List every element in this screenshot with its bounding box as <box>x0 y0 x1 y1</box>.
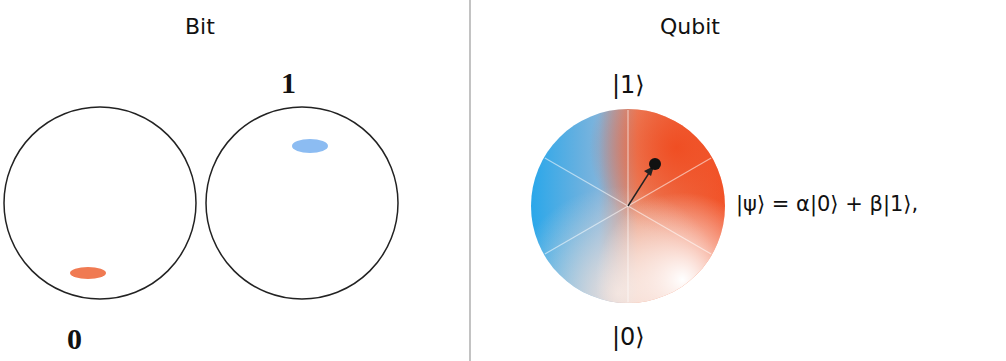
section-heading: Bit <box>185 14 215 39</box>
state-dot <box>292 139 328 153</box>
axis-line <box>545 158 711 254</box>
bit-circle: 0 <box>3 106 197 300</box>
state-formula: |ψ⟩ = α|0⟩ + β|1⟩, <box>736 192 918 216</box>
bit-circle <box>206 107 398 299</box>
basis-state: |1⟩ <box>612 71 645 99</box>
bit-circle: 1 <box>205 106 399 300</box>
basis-state: |0⟩ <box>612 323 645 351</box>
node-outline <box>205 106 399 300</box>
sphere-shade <box>531 109 725 303</box>
section-heading: Qubit <box>660 14 720 39</box>
state-vector <box>628 173 649 206</box>
sphere-shade <box>531 109 725 303</box>
bit-circle <box>4 107 196 299</box>
sphere-shade <box>531 109 725 303</box>
node-outline <box>3 106 197 300</box>
bit-value: 0 <box>67 322 82 356</box>
divider-line <box>469 0 470 361</box>
bloch-sphere <box>531 109 725 303</box>
axis-line <box>545 158 711 254</box>
state-point <box>649 158 661 170</box>
node-outline <box>531 109 725 303</box>
bit-value: 1 <box>281 66 296 100</box>
state-dot <box>70 267 106 279</box>
qubit-sphere: |1⟩|0⟩ <box>531 109 725 303</box>
